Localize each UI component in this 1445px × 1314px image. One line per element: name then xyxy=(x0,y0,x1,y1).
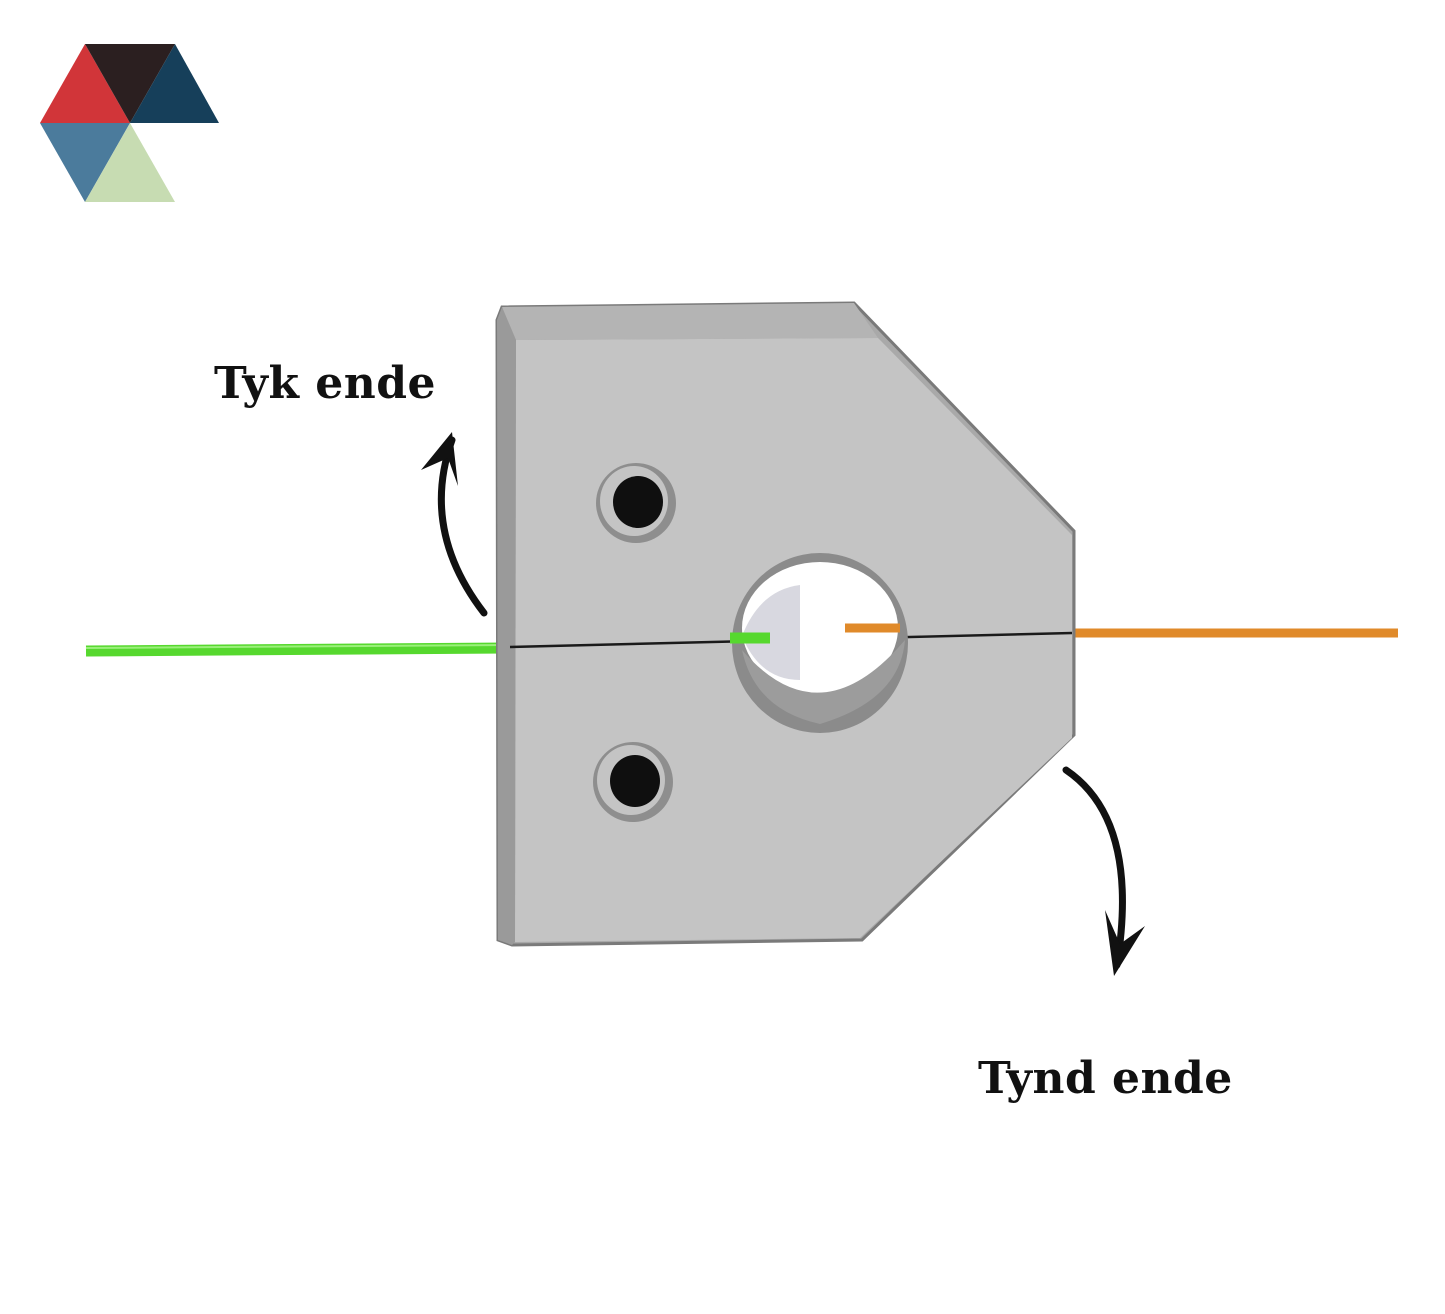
block-top-bevel xyxy=(502,303,878,340)
block-left-edge xyxy=(497,307,516,945)
green-filament xyxy=(85,642,509,657)
thick-end-label: Tyk ende xyxy=(214,358,437,409)
logo-sage-triangle xyxy=(85,123,175,202)
lower-screw-hole xyxy=(593,742,673,822)
hexagon-triangles-logo xyxy=(40,44,219,202)
thick-end-arrow xyxy=(421,432,488,617)
green-filament-highlight xyxy=(85,644,509,649)
filament-connector-block xyxy=(495,301,1076,947)
upper-screw-hole xyxy=(596,463,676,543)
center-bore xyxy=(732,553,908,733)
logo-steel-triangle xyxy=(40,123,130,202)
logo-navy-triangle xyxy=(130,44,219,123)
logo-red-triangle xyxy=(40,44,130,123)
thin-end-label: Tynd ende xyxy=(978,1053,1233,1104)
thin-end-arrow xyxy=(1062,766,1145,976)
logo-dark-triangle xyxy=(85,44,175,123)
